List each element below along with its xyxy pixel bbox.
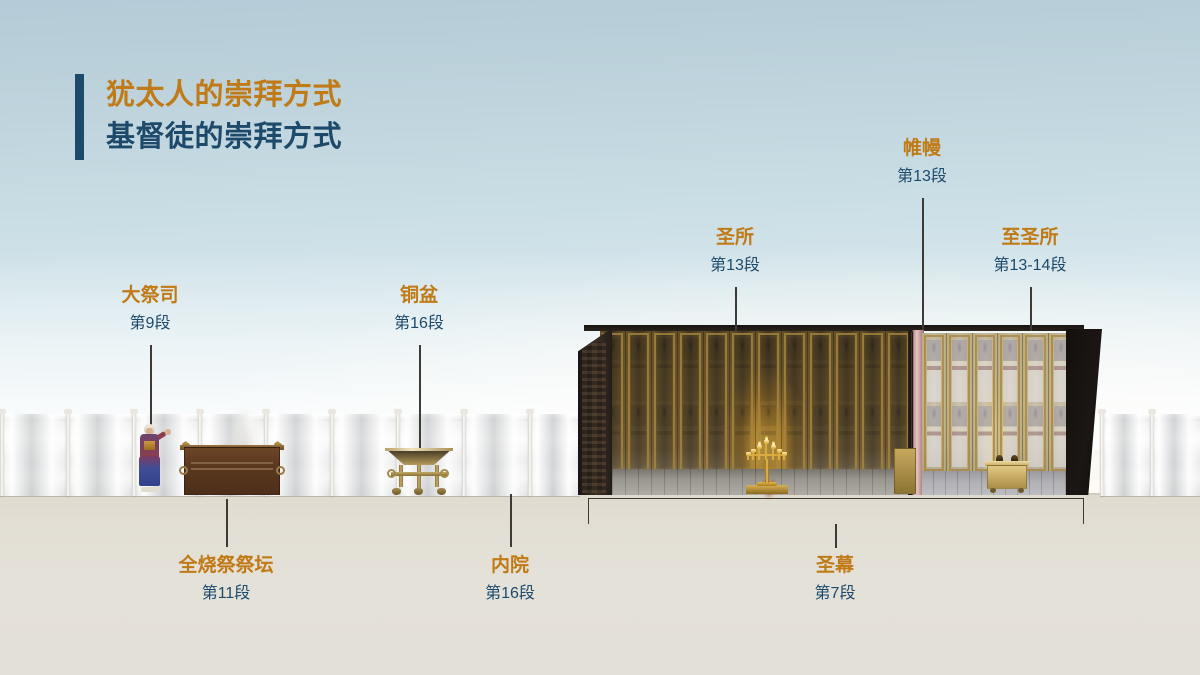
page-title-line-1: 犹太人的崇拜方式 (106, 79, 343, 111)
tabernacle-roofline (584, 325, 1084, 331)
leader-line-veil (922, 198, 924, 330)
altar-of-incense (894, 448, 916, 494)
callout-label: 铜盆 (399, 285, 438, 306)
leader-line-holy-place (735, 287, 737, 331)
callout-label: 至圣所 (1001, 227, 1059, 248)
bronze-basin (385, 448, 453, 495)
callout-label: 大祭司 (121, 285, 179, 306)
callout-burnt-altar: 全烧祭祭坛 第11段 (144, 553, 308, 605)
callout-label: 圣所 (715, 227, 754, 248)
callout-reference: 第13段 (897, 167, 947, 185)
callout-label: 圣幕 (815, 555, 854, 576)
callout-tabernacle: 圣幕 第7段 (753, 553, 917, 605)
tabernacle-span-bracket (588, 498, 1084, 524)
altar-of-burnt-offering (179, 333, 285, 495)
callout-reference: 第16段 (394, 314, 444, 332)
page-title-line-2: 基督徒的崇拜方式 (106, 121, 343, 154)
courtyard-curtain-wall-left (0, 409, 580, 496)
high-priest-figure (136, 424, 171, 492)
callout-holy-of-holies: 至圣所 第13-14段 (948, 225, 1112, 277)
title-accent-bar (75, 74, 84, 160)
ground-plane (0, 493, 1200, 675)
callout-reference: 第11段 (201, 584, 251, 602)
callout-label: 帷幔 (902, 138, 941, 159)
callout-high-priest: 大祭司 第9段 (68, 283, 232, 335)
leader-line-bronze-basin (419, 345, 421, 450)
leader-line-burnt-altar (226, 499, 228, 547)
callout-bronze-basin: 铜盆 第16段 (337, 283, 501, 335)
tabernacle-left-end (578, 328, 612, 495)
callout-veil: 帷幔 第13段 (840, 136, 1004, 188)
courtyard-curtain-wall-right (1098, 409, 1200, 496)
title-block: 犹太人的崇拜方式 基督徒的崇拜方式 (75, 74, 342, 160)
callout-reference: 第16段 (485, 584, 535, 602)
leader-line-high-priest (150, 345, 152, 431)
holy-place-floor (600, 469, 912, 495)
menorah-lampstand (744, 434, 790, 494)
holy-of-holies-interior (922, 333, 1074, 495)
leader-line-holy-of-holies (1030, 287, 1032, 331)
callout-reference: 第13-14段 (993, 256, 1067, 274)
callout-reference: 第7段 (814, 584, 856, 602)
veil-post (910, 332, 913, 493)
callout-label: 内院 (490, 555, 529, 576)
curtain-hem (0, 414, 580, 421)
callout-holy-place: 圣所 第13段 (653, 225, 817, 277)
leader-line-tabernacle (835, 524, 837, 548)
callout-reference: 第9段 (129, 314, 171, 332)
holy-of-holies-boards (922, 333, 1074, 473)
leader-line-inner-court (510, 494, 512, 547)
tabernacle-back-wall (1066, 329, 1102, 495)
altar-smoke (222, 333, 268, 451)
callout-label: 全烧祭祭坛 (178, 555, 274, 576)
callout-reference: 第13段 (710, 256, 760, 274)
callout-inner-court: 内院 第16段 (428, 553, 592, 605)
ark-of-the-covenant (985, 455, 1029, 493)
